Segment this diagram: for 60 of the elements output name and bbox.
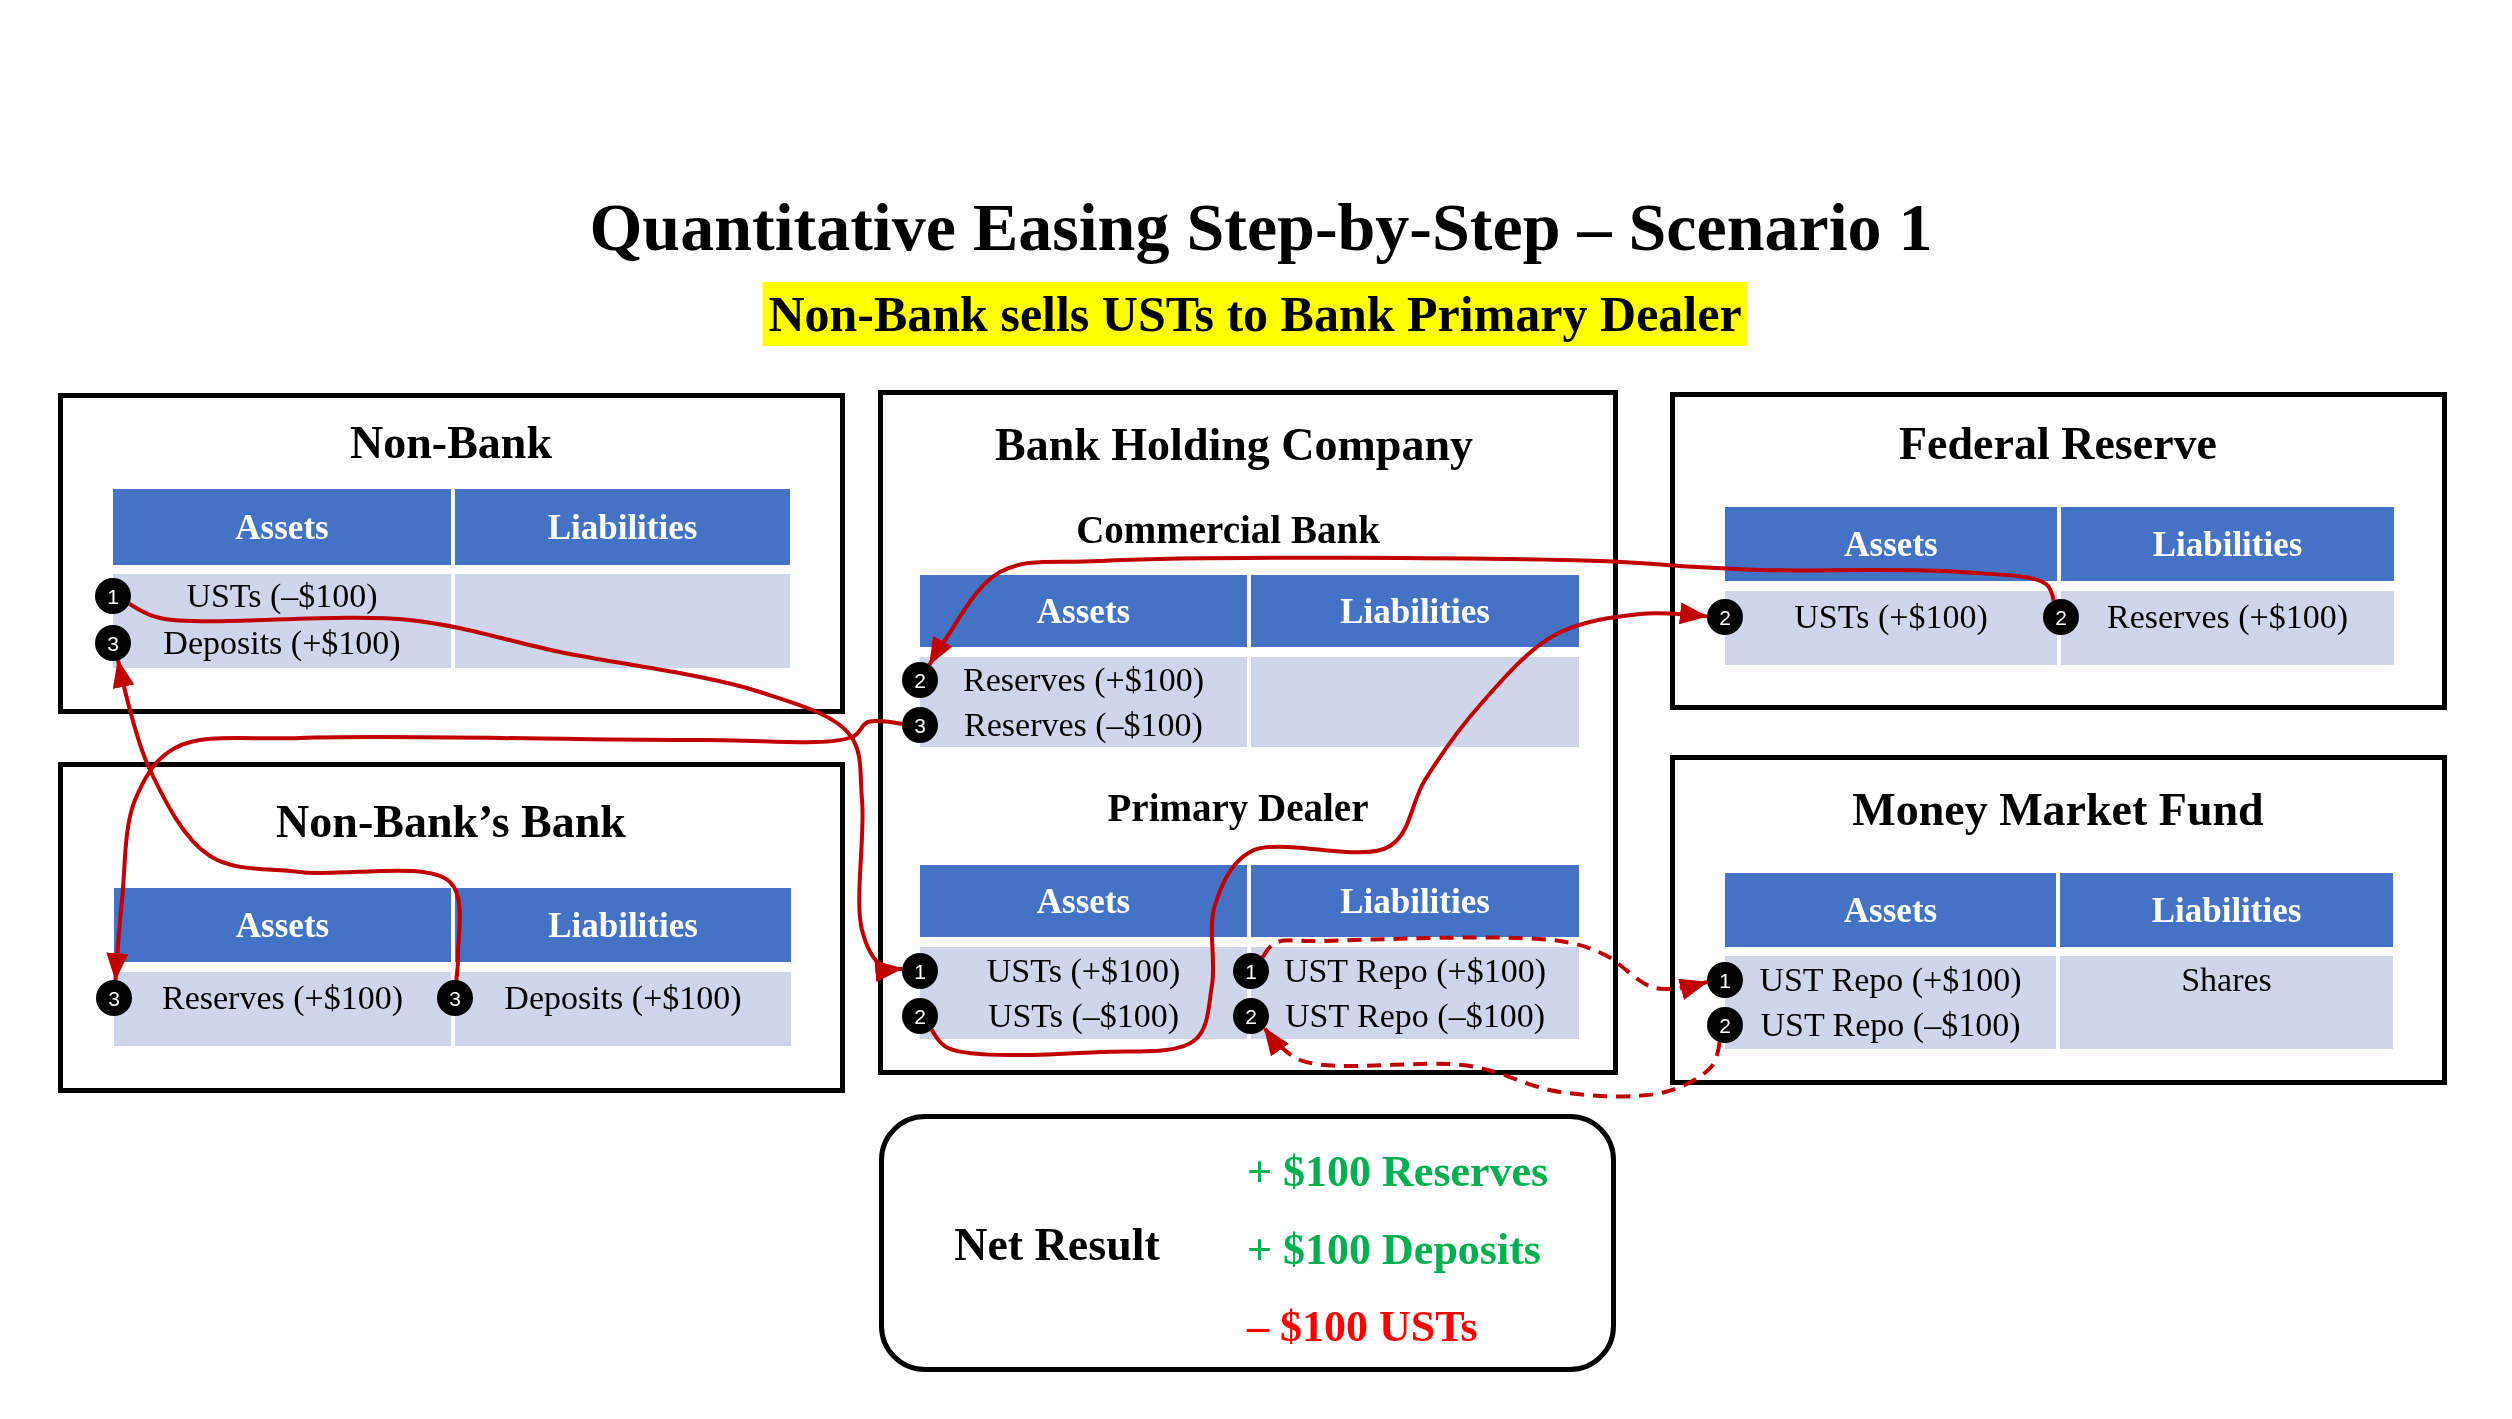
column-header: Assets xyxy=(920,575,1247,647)
column-header: Assets xyxy=(113,489,451,565)
step-number-marker: 3 xyxy=(95,625,131,661)
column-header: Assets xyxy=(114,888,451,962)
step-number-marker: 2 xyxy=(1707,599,1743,635)
balance-sheet-panel xyxy=(1670,755,2447,1085)
column-header: Liabilities xyxy=(1251,865,1579,937)
ledger-entry: UST Repo (–$100) xyxy=(1285,999,1545,1033)
ledger-entry: USTs (–$100) xyxy=(987,999,1180,1033)
summary-line: + $100 Reserves xyxy=(1247,1150,1549,1194)
column-header: Liabilities xyxy=(1251,575,1579,647)
flow-arrow xyxy=(112,659,462,981)
step-number-marker: 1 xyxy=(902,953,938,989)
step-number-marker: 3 xyxy=(96,980,132,1016)
ledger-entry: Reserves (+$100) xyxy=(161,981,404,1015)
ledger-entry: Deposits (+$100) xyxy=(504,981,742,1015)
column-header: Liabilities xyxy=(455,888,791,962)
panel-title: Bank Holding Company xyxy=(994,422,1474,468)
ledger-entry: USTs (+$100) xyxy=(986,954,1181,988)
flow-arrow xyxy=(1261,935,1709,1000)
summary-box xyxy=(879,1114,1616,1372)
column-header: Liabilities xyxy=(455,489,790,565)
ledger-entry: UST Repo (–$100) xyxy=(1760,1008,2021,1042)
balance-sheet-panel xyxy=(878,390,1618,1075)
flow-arrow xyxy=(128,601,904,982)
highlighted-subtitle: Non-Bank sells USTs to Bank Primary Dealer xyxy=(762,282,1748,346)
ledger-entry: UST Repo (+$100) xyxy=(1759,963,2022,997)
balance-sheet-panel xyxy=(58,762,845,1093)
balance-sheet-panel xyxy=(1670,392,2447,710)
column-header: Liabilities xyxy=(2060,873,2393,947)
flow-arrow xyxy=(930,602,1708,1058)
panel-title: Money Market Fund xyxy=(1852,787,2264,833)
ledger-entry: UST Repo (+$100) xyxy=(1283,954,1547,988)
step-number-marker: 3 xyxy=(902,707,938,743)
ledger-entry: Reserves (–$100) xyxy=(964,708,1203,742)
ledger-entry: Reserves (+$100) xyxy=(2106,600,2349,634)
step-number-marker: 2 xyxy=(1707,1007,1743,1043)
summary-line: – $100 USTs xyxy=(1247,1305,1478,1349)
summary-heading: Net Result xyxy=(954,1222,1160,1268)
balance-sheet-panel xyxy=(58,393,845,714)
flow-arrow xyxy=(106,719,903,982)
column-header: Liabilities xyxy=(2061,507,2394,581)
step-number-marker: 2 xyxy=(902,998,938,1034)
ledger-entry: USTs (–$100) xyxy=(186,579,378,613)
column-header: Assets xyxy=(1725,873,2056,947)
panel-title: Federal Reserve xyxy=(1899,421,2217,467)
section-heading: Commercial Bank xyxy=(1076,509,1380,549)
summary-line: + $100 Deposits xyxy=(1247,1228,1541,1272)
ledger-entry: USTs (+$100) xyxy=(1794,600,1988,634)
panel-title: Non-Bank xyxy=(350,420,552,466)
panel-title: Non-Bank’s Bank xyxy=(276,799,626,845)
ledger-entry: Deposits (+$100) xyxy=(163,626,401,660)
column-header: Assets xyxy=(920,865,1247,937)
column-header: Assets xyxy=(1725,507,2057,581)
step-number-marker: 2 xyxy=(902,662,938,698)
ledger-entry: Shares xyxy=(2181,963,2272,997)
step-number-marker: 1 xyxy=(95,578,131,614)
flow-arrow xyxy=(1262,1026,1722,1099)
step-number-marker: 1 xyxy=(1707,962,1743,998)
ledger-entry: Reserves (+$100) xyxy=(962,663,1205,697)
